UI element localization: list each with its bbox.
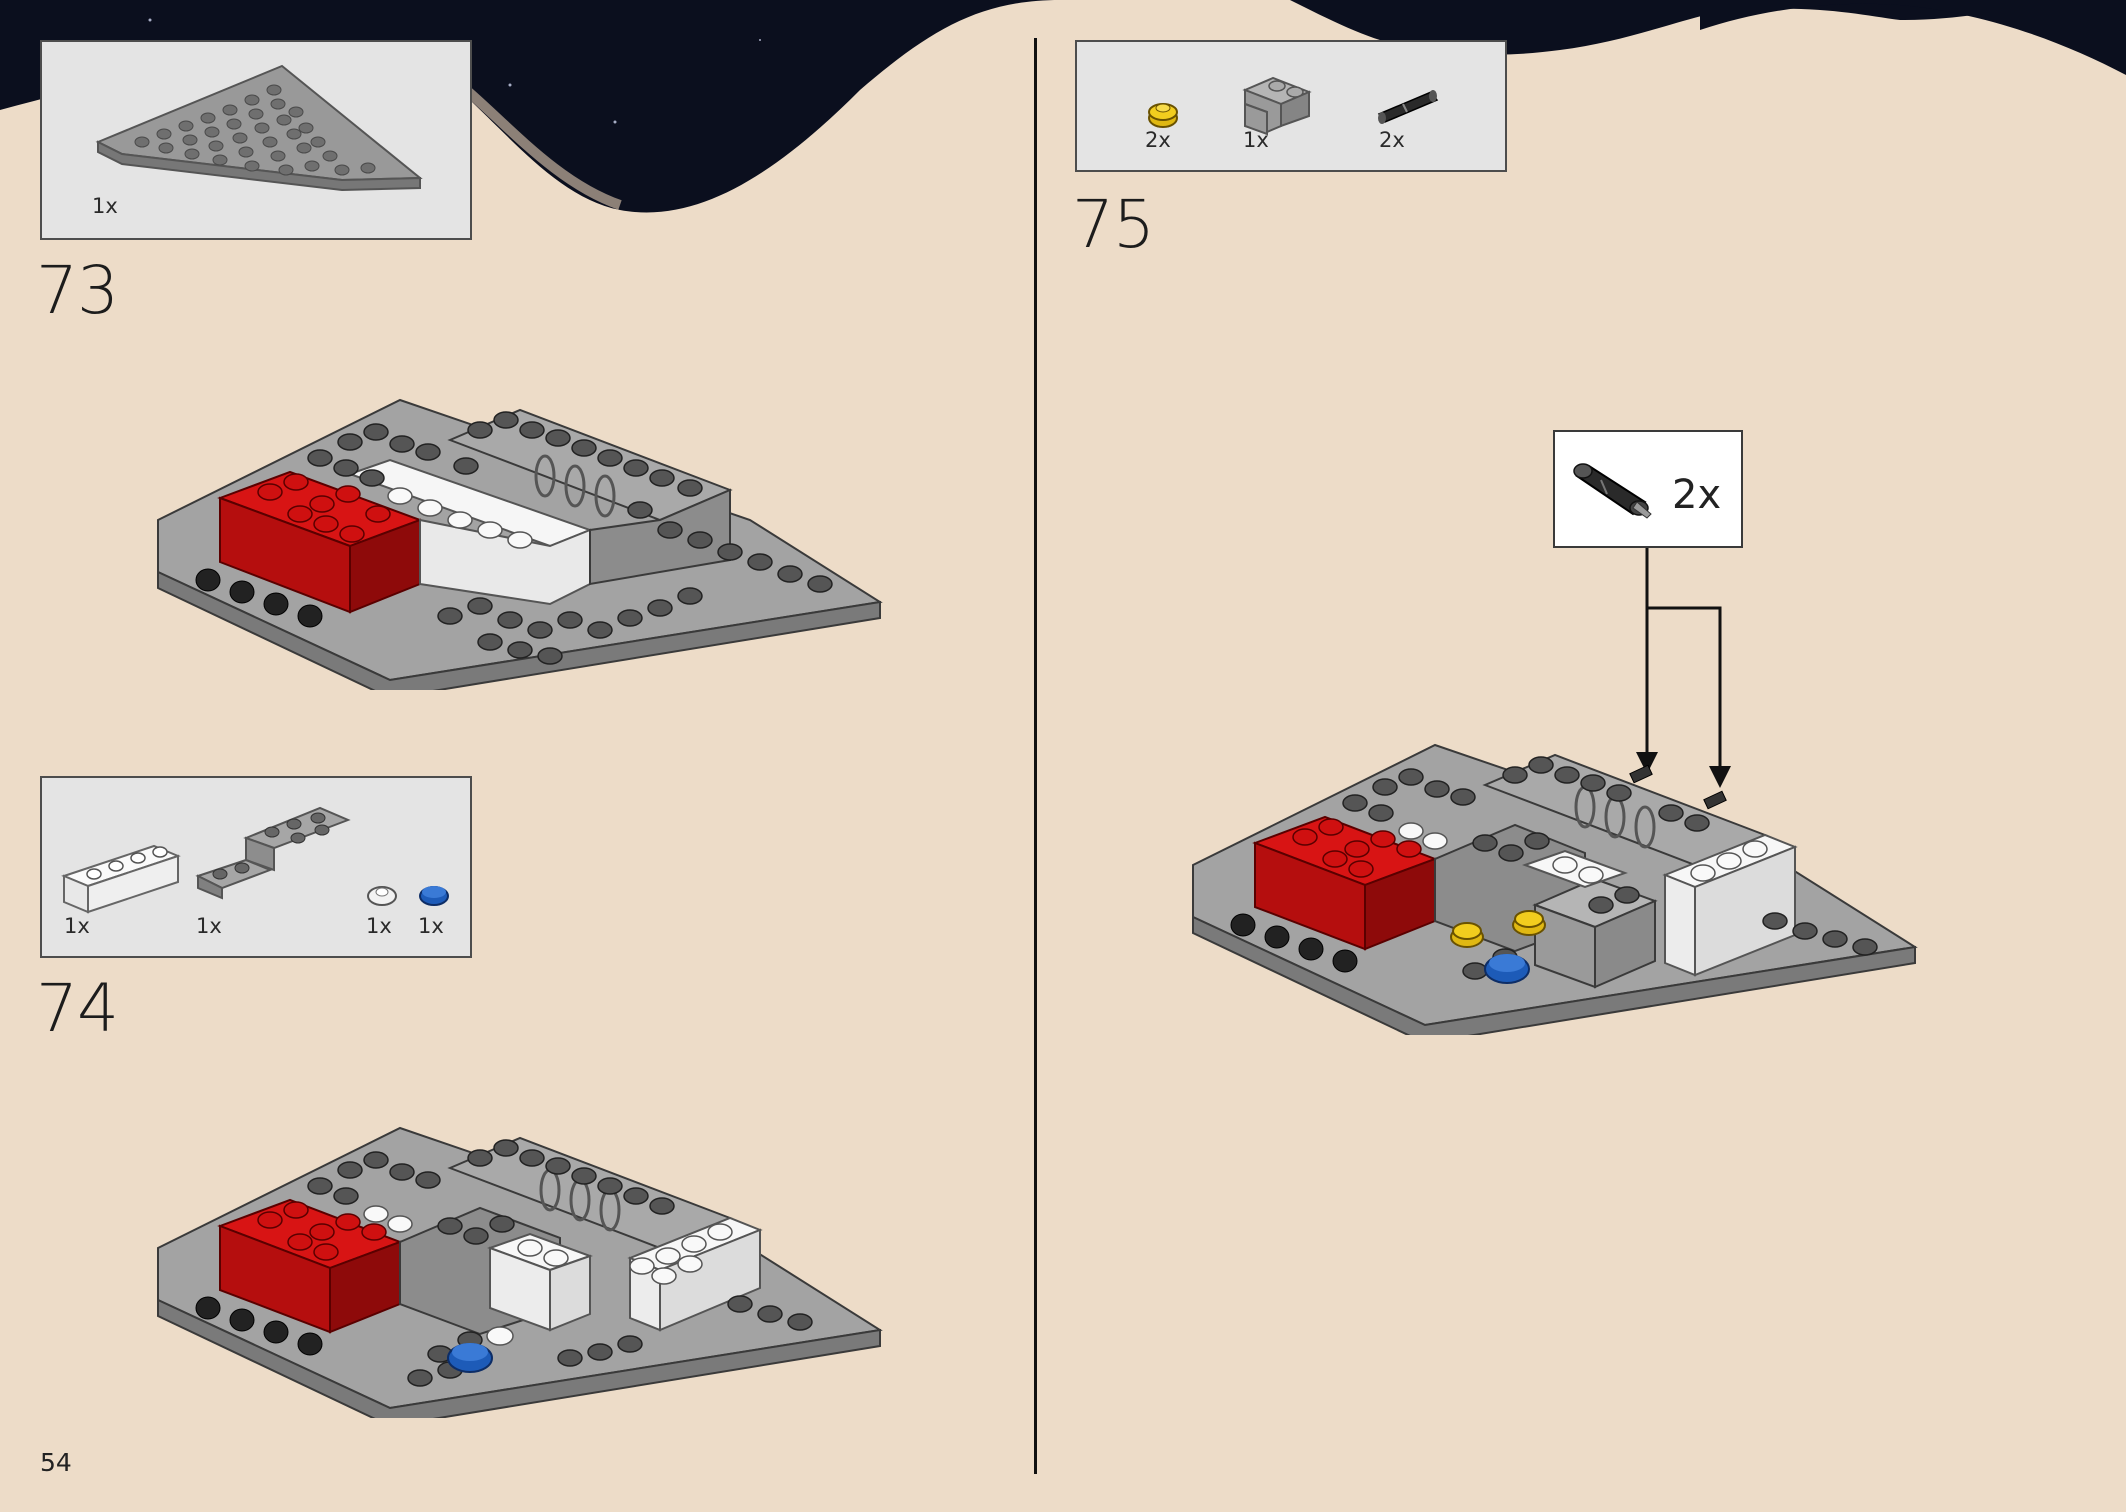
black-technic-pin-icon xyxy=(1377,90,1439,124)
page-number: 54 xyxy=(40,1448,72,1477)
blue-round-tile-icon xyxy=(419,886,449,906)
part-qty: 2x xyxy=(1145,128,1171,152)
part-qty: 1x xyxy=(1243,128,1269,152)
step-74-model xyxy=(157,1126,883,1418)
part-qty: 1x xyxy=(366,914,392,938)
step-73-model xyxy=(157,398,883,690)
gray-bracket-icon xyxy=(195,806,351,900)
gray-corner-brick-icon xyxy=(1242,76,1312,136)
part-qty: 1x xyxy=(64,914,90,938)
parts-box-step-73: 1x xyxy=(40,40,472,240)
step-number-75: 75 xyxy=(1072,186,1155,263)
part-qty: 2x xyxy=(1379,128,1405,152)
parts-box-step-75: 2x 1x 2x xyxy=(1075,40,1507,172)
step-75-model xyxy=(1192,743,1918,1035)
yellow-round-plate-icon xyxy=(1148,103,1178,128)
callout-qty: 2x xyxy=(1672,472,1722,518)
part-qty: 1x xyxy=(418,914,444,938)
page-divider xyxy=(1034,38,1037,1474)
part-qty: 1x xyxy=(196,914,222,938)
pin-callout: 2x xyxy=(1553,430,1743,548)
step-number-73: 73 xyxy=(36,252,119,329)
black-technic-pin-icon xyxy=(1573,463,1652,519)
parts-box-step-74: 1x 1x 1x 1x xyxy=(40,776,472,958)
white-round-tile-icon xyxy=(367,886,397,906)
step-number-74: 74 xyxy=(36,970,119,1047)
white-brick-icon xyxy=(61,844,181,914)
gray-wedge-plate-icon xyxy=(95,64,423,192)
part-qty: 1x xyxy=(92,194,118,218)
